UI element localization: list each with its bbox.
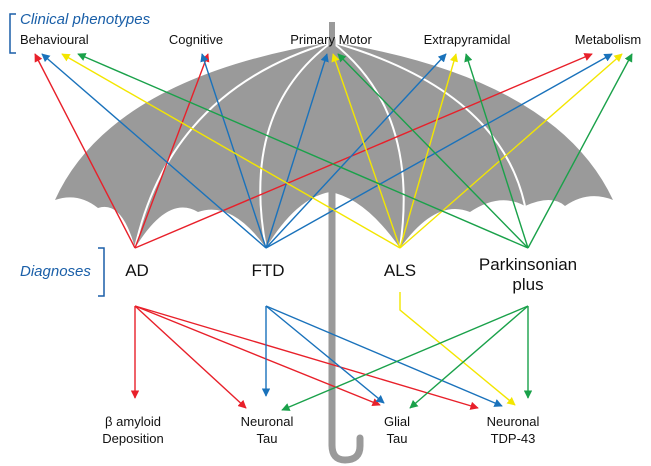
arrow-ftd-glial-tau: [265, 305, 385, 404]
arrow-als-extrapyramidal: [399, 53, 458, 249]
arrow-als-metabolism: [399, 53, 623, 249]
arrow-ad-tdp43: [134, 305, 479, 410]
arrow-ad-metabolism: [134, 53, 593, 249]
pathology-neuronal-tau-line2: Tau: [257, 431, 278, 446]
arrow-parkinsonian-glial-tau: [409, 305, 529, 409]
arrow-als-primary-motor: [331, 53, 401, 249]
arrow-ad-cognitive: [134, 53, 210, 249]
clinical-phenotypes-heading: Clinical phenotypes: [20, 11, 151, 28]
phenotype-behavioural: Behavioural: [20, 32, 89, 47]
ad-arrows: [34, 53, 593, 410]
diagnoses-bracket: [98, 247, 105, 297]
arrow-parkinsonian-behavioural: [77, 53, 529, 249]
pathology-neuronal-tau-line1: Neuronal: [241, 414, 294, 429]
phenotype-metabolism: Metabolism: [575, 32, 641, 47]
umbrella-tip: [329, 22, 335, 42]
phenotypes-bracket: [9, 13, 16, 54]
diagnosis-ftd: FTD: [251, 261, 284, 280]
phenotype-cognitive: Cognitive: [169, 32, 223, 47]
pathology-glial-tau-line1: Glial: [384, 414, 410, 429]
phenotype-primary-motor: Primary Motor: [290, 32, 372, 47]
umbrella-shaft: [328, 36, 364, 464]
arrow-als-behavioural: [61, 53, 401, 249]
pathology-tdp43-line2: TDP-43: [491, 431, 536, 446]
phenotype-extrapyramidal: Extrapyramidal: [424, 32, 511, 47]
pathology-beta-amyloid-line1: β amyloid: [105, 414, 161, 429]
pathology-tdp43-line1: Neuronal: [487, 414, 540, 429]
arrow-ad-behavioural: [34, 53, 136, 249]
arrow-ftd-behavioural: [41, 53, 267, 249]
diagnoses-heading: Diagnoses: [20, 263, 91, 280]
arrow-parkinsonian-neuronal-tau: [281, 305, 529, 411]
als-arrows: [61, 53, 623, 406]
arrow-als-tdp43: [399, 292, 516, 406]
arrow-parkinsonian-extrapyramidal: [464, 53, 529, 249]
arrow-parkinsonian-primary-motor: [337, 53, 529, 249]
arrow-ad-glial-tau: [134, 305, 381, 407]
arrow-parkinsonian-metabolism: [527, 53, 633, 249]
diagnosis-parkinsonian-line2: plus: [512, 275, 543, 294]
arrow-ad-neuronal-tau: [134, 305, 247, 409]
arrow-ftd-metabolism: [265, 53, 613, 249]
parkinsonian-arrows: [77, 53, 633, 411]
ftd-arrows: [41, 53, 613, 407]
diagnosis-ad: AD: [125, 261, 149, 280]
arrow-ftd-primary-motor: [265, 53, 329, 249]
pathology-glial-tau-line2: Tau: [387, 431, 408, 446]
arrow-ftd-tdp43: [265, 305, 503, 407]
arrow-ftd-cognitive: [200, 53, 267, 249]
diagnosis-als: ALS: [384, 261, 416, 280]
pathology-beta-amyloid-line2: Deposition: [102, 431, 163, 446]
diagnosis-parkinsonian-line1: Parkinsonian: [479, 255, 577, 274]
arrow-ftd-extrapyramidal: [265, 53, 447, 249]
